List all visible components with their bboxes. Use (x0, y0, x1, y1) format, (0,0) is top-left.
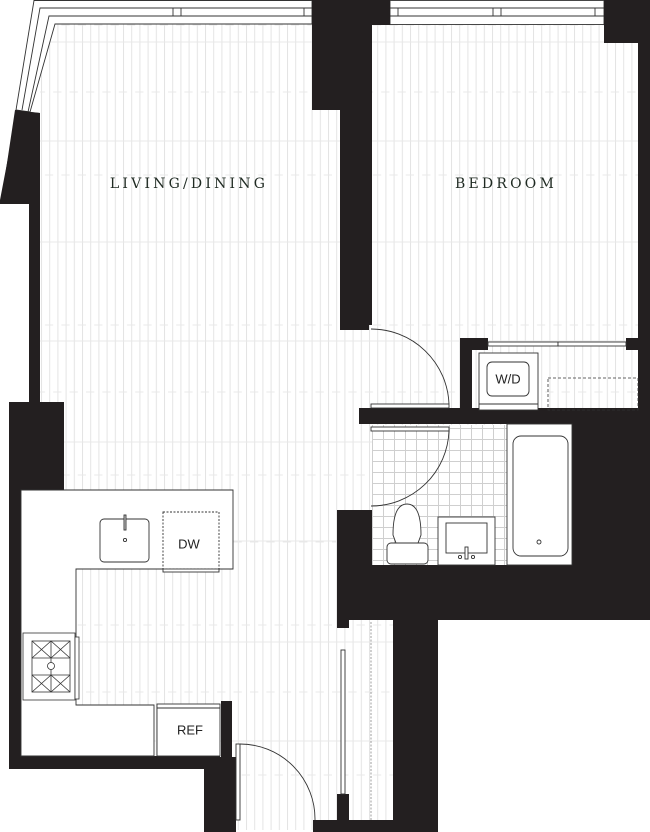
washer-dryer (478, 352, 539, 411)
refrigerator-label: REF (177, 722, 203, 738)
room-label-bedroom: BEDROOM (455, 176, 557, 192)
window-bedroom (389, 0, 605, 25)
bathroom-door[interactable] (370, 426, 450, 507)
range-stove (22, 632, 80, 701)
refrigerator (156, 703, 221, 757)
room-label-living-dining: LIVING/DINING (109, 176, 269, 192)
kitchen-sink (99, 514, 150, 563)
bedroom-door[interactable] (370, 328, 450, 409)
entry-door[interactable] (235, 743, 316, 821)
washer-dryer-label: W/D (495, 371, 521, 387)
bathtub (506, 423, 573, 566)
toilet (386, 503, 429, 565)
window-living (15, 0, 313, 113)
dishwasher (162, 511, 220, 573)
closet-shelf (547, 377, 639, 411)
closet-sliding-doors[interactable] (487, 341, 627, 347)
bathroom-vanity (437, 516, 496, 566)
hall-closet-doors[interactable] (340, 649, 346, 795)
dishwasher-label: DW (178, 536, 200, 552)
